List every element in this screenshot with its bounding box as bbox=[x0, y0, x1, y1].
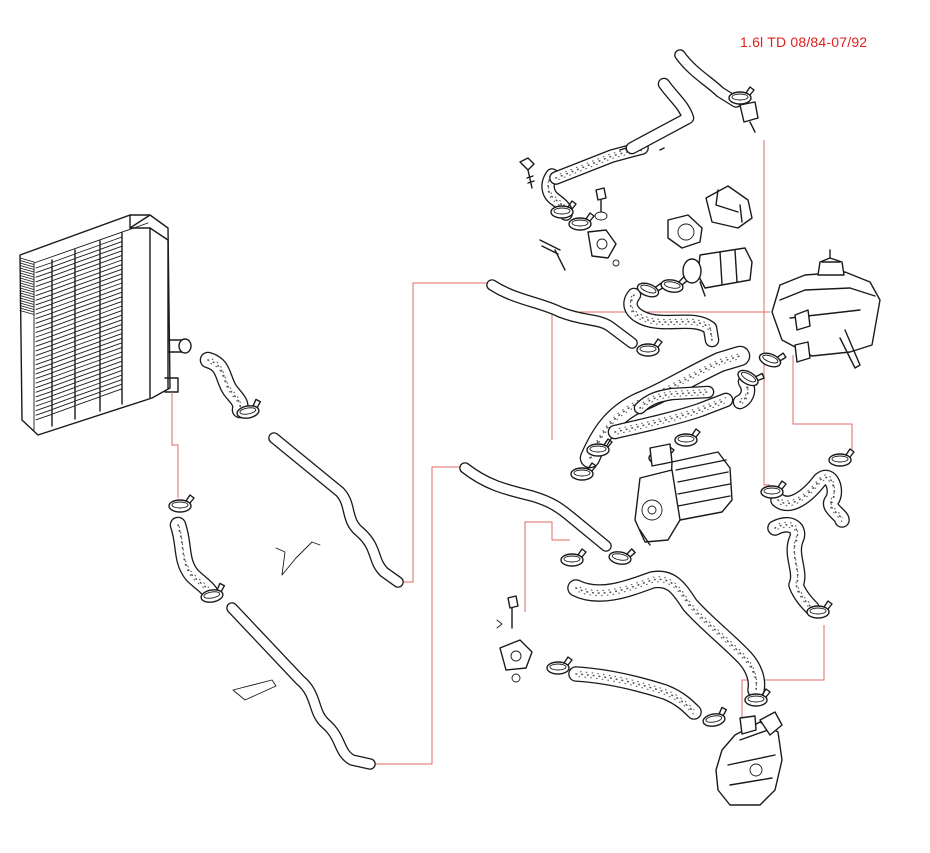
hose-11 bbox=[623, 287, 720, 348]
hose-1 bbox=[199, 351, 249, 419]
hose-13 bbox=[607, 392, 734, 440]
coolant-flange bbox=[715, 711, 783, 806]
hose-14 bbox=[633, 385, 715, 415]
hose-clamp-19 bbox=[608, 548, 636, 565]
hose-clamp-10 bbox=[737, 369, 765, 387]
hose-clamps bbox=[168, 86, 855, 727]
hose-clamp-23 bbox=[728, 86, 755, 105]
hose-clamp-11 bbox=[570, 462, 597, 481]
hose-clamp-5 bbox=[568, 212, 595, 231]
hose-3 bbox=[169, 516, 219, 601]
hose-clamp-21 bbox=[702, 706, 728, 727]
hose-clamp-16 bbox=[828, 448, 855, 467]
coolant-hoses bbox=[169, 49, 850, 770]
hose-9 bbox=[625, 77, 695, 155]
hose-16 bbox=[567, 570, 766, 699]
hose-2 bbox=[268, 432, 404, 588]
radiator bbox=[19, 214, 192, 436]
hose-clamp-13 bbox=[674, 428, 701, 447]
hose-clamp-18 bbox=[560, 548, 587, 567]
engine-variant-caption: 1.6l TD 08/84-07/92 bbox=[740, 34, 868, 50]
hose-clamp-17 bbox=[806, 600, 833, 619]
hose-clamp-8 bbox=[636, 338, 663, 357]
hose-18 bbox=[770, 469, 850, 528]
expansion-tank bbox=[771, 249, 881, 369]
fasteners-and-fittings bbox=[232, 101, 759, 701]
hose-clamp-2 bbox=[168, 494, 195, 513]
hose-4 bbox=[226, 602, 376, 770]
hose-clamp-3 bbox=[200, 582, 226, 603]
hose-10 bbox=[674, 49, 742, 108]
hose-clamp-4 bbox=[550, 200, 577, 219]
oil-filter-cooler bbox=[634, 443, 733, 546]
hose-19 bbox=[767, 517, 820, 616]
hose-clamp-15 bbox=[760, 480, 787, 499]
hose-clamp-12 bbox=[586, 438, 613, 457]
hose-clamp-9 bbox=[758, 352, 787, 368]
hose-5 bbox=[486, 279, 638, 349]
hose-17 bbox=[568, 666, 702, 720]
hose-clamp-7 bbox=[660, 276, 688, 293]
hose-clamp-22 bbox=[744, 688, 771, 707]
hose-6 bbox=[459, 462, 612, 552]
auxiliary-water-pump bbox=[667, 185, 753, 297]
hose-clamp-1 bbox=[236, 398, 262, 419]
hose-clamp-20 bbox=[546, 656, 573, 675]
